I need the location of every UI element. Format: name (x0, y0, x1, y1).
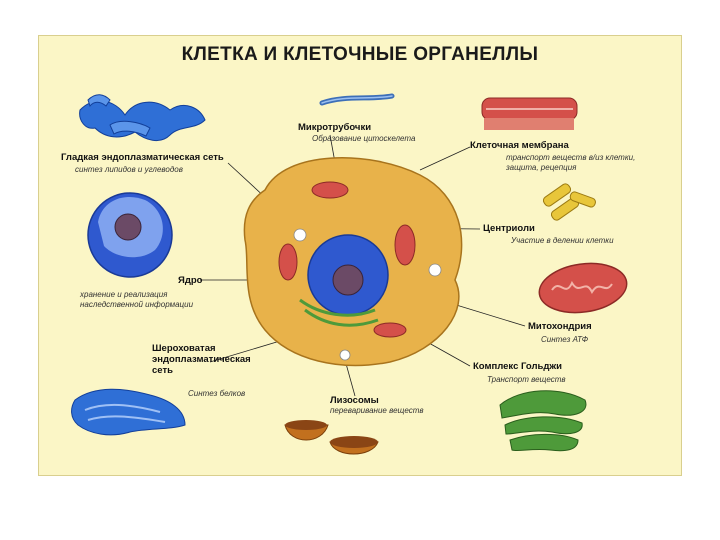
lysosomes-label: Лизосомы (330, 395, 379, 406)
smooth-er-illustration (80, 95, 205, 141)
membrane-illustration (482, 98, 577, 130)
membrane-desc-2: защита, рецепция (506, 163, 576, 173)
nucleus-desc-1: хранение и реализация (80, 290, 167, 300)
centrioles-desc: Участие в делении клетки (511, 236, 614, 246)
membrane-label: Клеточная мембрана (470, 140, 569, 151)
nucleus-desc-2: наследственной информации (80, 300, 193, 310)
rough-er-label-3: сеть (152, 365, 173, 376)
nucleus-label: Ядро (178, 275, 202, 286)
mitochondrion-illustration (536, 258, 630, 318)
lysosomes-illustration (285, 420, 378, 454)
rough-er-desc: Синтез белков (188, 389, 245, 399)
smooth-er-desc: синтез липидов и углеводов (75, 165, 183, 175)
microtubules-desc: Образование цитоскелета (312, 134, 415, 144)
microtubule-illustration (322, 96, 392, 103)
rough-er-label-2: эндоплазматическая (152, 354, 251, 365)
golgi-desc: Транспорт веществ (487, 375, 566, 385)
lysosomes-desc: переваривание веществ (330, 406, 424, 416)
centrioles-label: Центриоли (483, 223, 535, 234)
centrioles-illustration (542, 182, 597, 221)
nucleus-illustration (88, 193, 172, 277)
mitochondrion-label: Митохондрия (528, 321, 592, 332)
cell-illustration (244, 158, 461, 366)
golgi-label: Комплекс Гольджи (473, 361, 562, 372)
rough-er-label-1: Шероховатая (152, 343, 216, 354)
rough-er-illustration (72, 389, 185, 435)
microtubules-label: Микротрубочки (298, 122, 371, 133)
mitochondrion-desc: Синтез АТФ (541, 335, 588, 345)
membrane-desc-1: транспорт веществ в/из клетки, (506, 153, 635, 163)
smooth-er-label: Гладкая эндоплазматическая сеть (61, 152, 224, 163)
golgi-illustration (500, 391, 586, 451)
